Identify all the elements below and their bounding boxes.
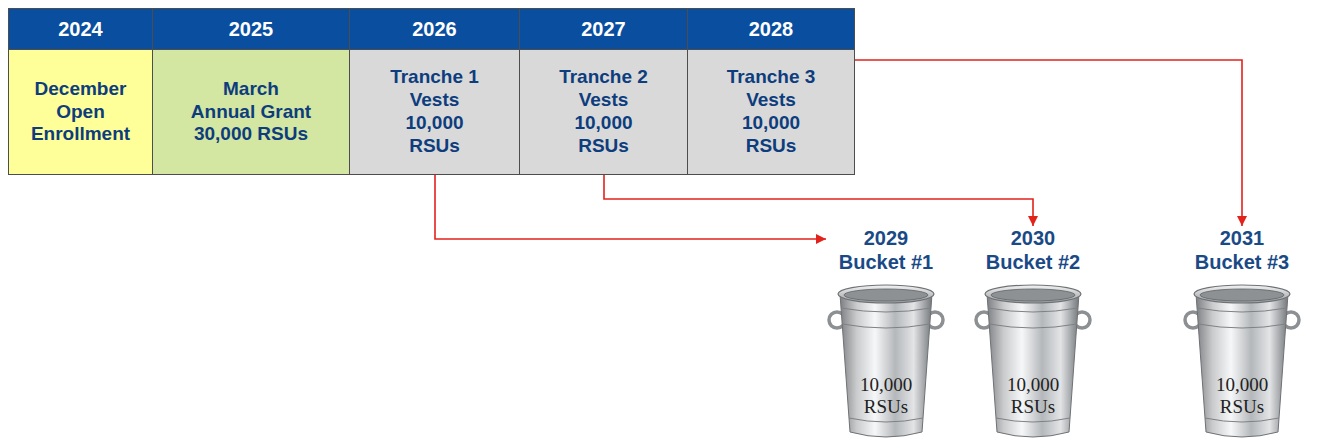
bucket-figure: 10,000 RSUs — [826, 278, 946, 443]
event-text: 10,000 RSUs — [715, 112, 827, 158]
timeline-column: 2028Tranche 3 Vests10,000 RSUs — [688, 8, 855, 175]
bucket-body — [840, 294, 932, 437]
event-text: Tranche 3 Vests — [715, 66, 827, 112]
bucket-opening — [844, 289, 928, 301]
event-text: Tranche 2 Vests — [548, 66, 660, 112]
timeline-column: 2025March Annual Grant30,000 RSUs — [153, 8, 350, 175]
bucket-amount: 10,000 RSUs — [993, 374, 1073, 418]
bucket-body — [1196, 294, 1288, 437]
bucket-heading: 2031 Bucket #3 — [1192, 226, 1292, 274]
bucket-band — [1198, 324, 1286, 328]
event-text: Tranche 1 Vests — [379, 66, 491, 112]
year-label: 2025 — [229, 18, 274, 41]
bucket-illustration — [1180, 278, 1304, 443]
year-header-cell: 2028 — [688, 9, 854, 50]
vesting-arrow — [855, 60, 1242, 226]
bucket-illustration — [826, 278, 946, 443]
event-cell: Tranche 1 Vests10,000 RSUs — [350, 50, 519, 174]
bucket-figure: 10,000 RSUs — [1180, 278, 1304, 443]
bucket-rim — [1194, 285, 1290, 303]
bucket: 2031 Bucket #3 10,000 RSUs — [1180, 226, 1304, 443]
bucket-rim — [985, 285, 1081, 303]
event-text: 10,000 RSUs — [548, 112, 660, 158]
timeline-column: 2026Tranche 1 Vests10,000 RSUs — [350, 8, 520, 175]
bucket-amount: 10,000 RSUs — [1202, 374, 1282, 418]
year-header-cell: 2027 — [520, 9, 687, 50]
year-header-cell: 2025 — [153, 9, 349, 50]
timeline-column: 2027Tranche 2 Vests10,000 RSUs — [520, 8, 688, 175]
bucket-illustration — [972, 278, 1094, 443]
bucket-band — [996, 418, 1070, 422]
event-text: 30,000 RSUs — [194, 123, 308, 146]
year-label: 2028 — [749, 18, 794, 41]
event-cell: March Annual Grant30,000 RSUs — [153, 50, 349, 174]
bucket-amount: 10,000 RSUs — [846, 374, 926, 418]
event-text: December Open Enrollment — [21, 78, 141, 146]
year-label: 2026 — [412, 18, 457, 41]
bucket-band — [989, 324, 1077, 328]
bucket: 2030 Bucket #2 10,000 RSUs — [972, 226, 1094, 443]
timeline-column: 2024December Open Enrollment — [8, 8, 153, 175]
vesting-arrow — [435, 175, 826, 239]
year-header-cell: 2026 — [350, 9, 519, 50]
event-cell: December Open Enrollment — [9, 50, 152, 174]
year-label: 2024 — [58, 18, 103, 41]
bucket-band — [1197, 308, 1287, 312]
year-header-cell: 2024 — [9, 9, 152, 50]
bucket-opening — [1200, 289, 1284, 301]
bucket-heading: 2029 Bucket #1 — [836, 226, 936, 274]
bucket-body — [987, 294, 1079, 437]
event-text: 10,000 RSUs — [379, 112, 491, 158]
vesting-arrow — [604, 175, 1033, 226]
bucket-band — [1205, 418, 1279, 422]
bucket: 2029 Bucket #1 10,000 RSUs — [826, 226, 946, 443]
event-text: March Annual Grant — [190, 78, 313, 124]
bucket-heading: 2030 Bucket #2 — [983, 226, 1083, 274]
bucket-band — [842, 324, 930, 328]
bucket-band — [841, 308, 931, 312]
bucket-rim — [838, 285, 934, 303]
bucket-figure: 10,000 RSUs — [972, 278, 1094, 443]
bucket-opening — [991, 289, 1075, 301]
event-cell: Tranche 2 Vests10,000 RSUs — [520, 50, 687, 174]
bucket-band — [988, 308, 1078, 312]
event-cell: Tranche 3 Vests10,000 RSUs — [688, 50, 854, 174]
bucket-band — [849, 418, 923, 422]
year-label: 2027 — [581, 18, 626, 41]
